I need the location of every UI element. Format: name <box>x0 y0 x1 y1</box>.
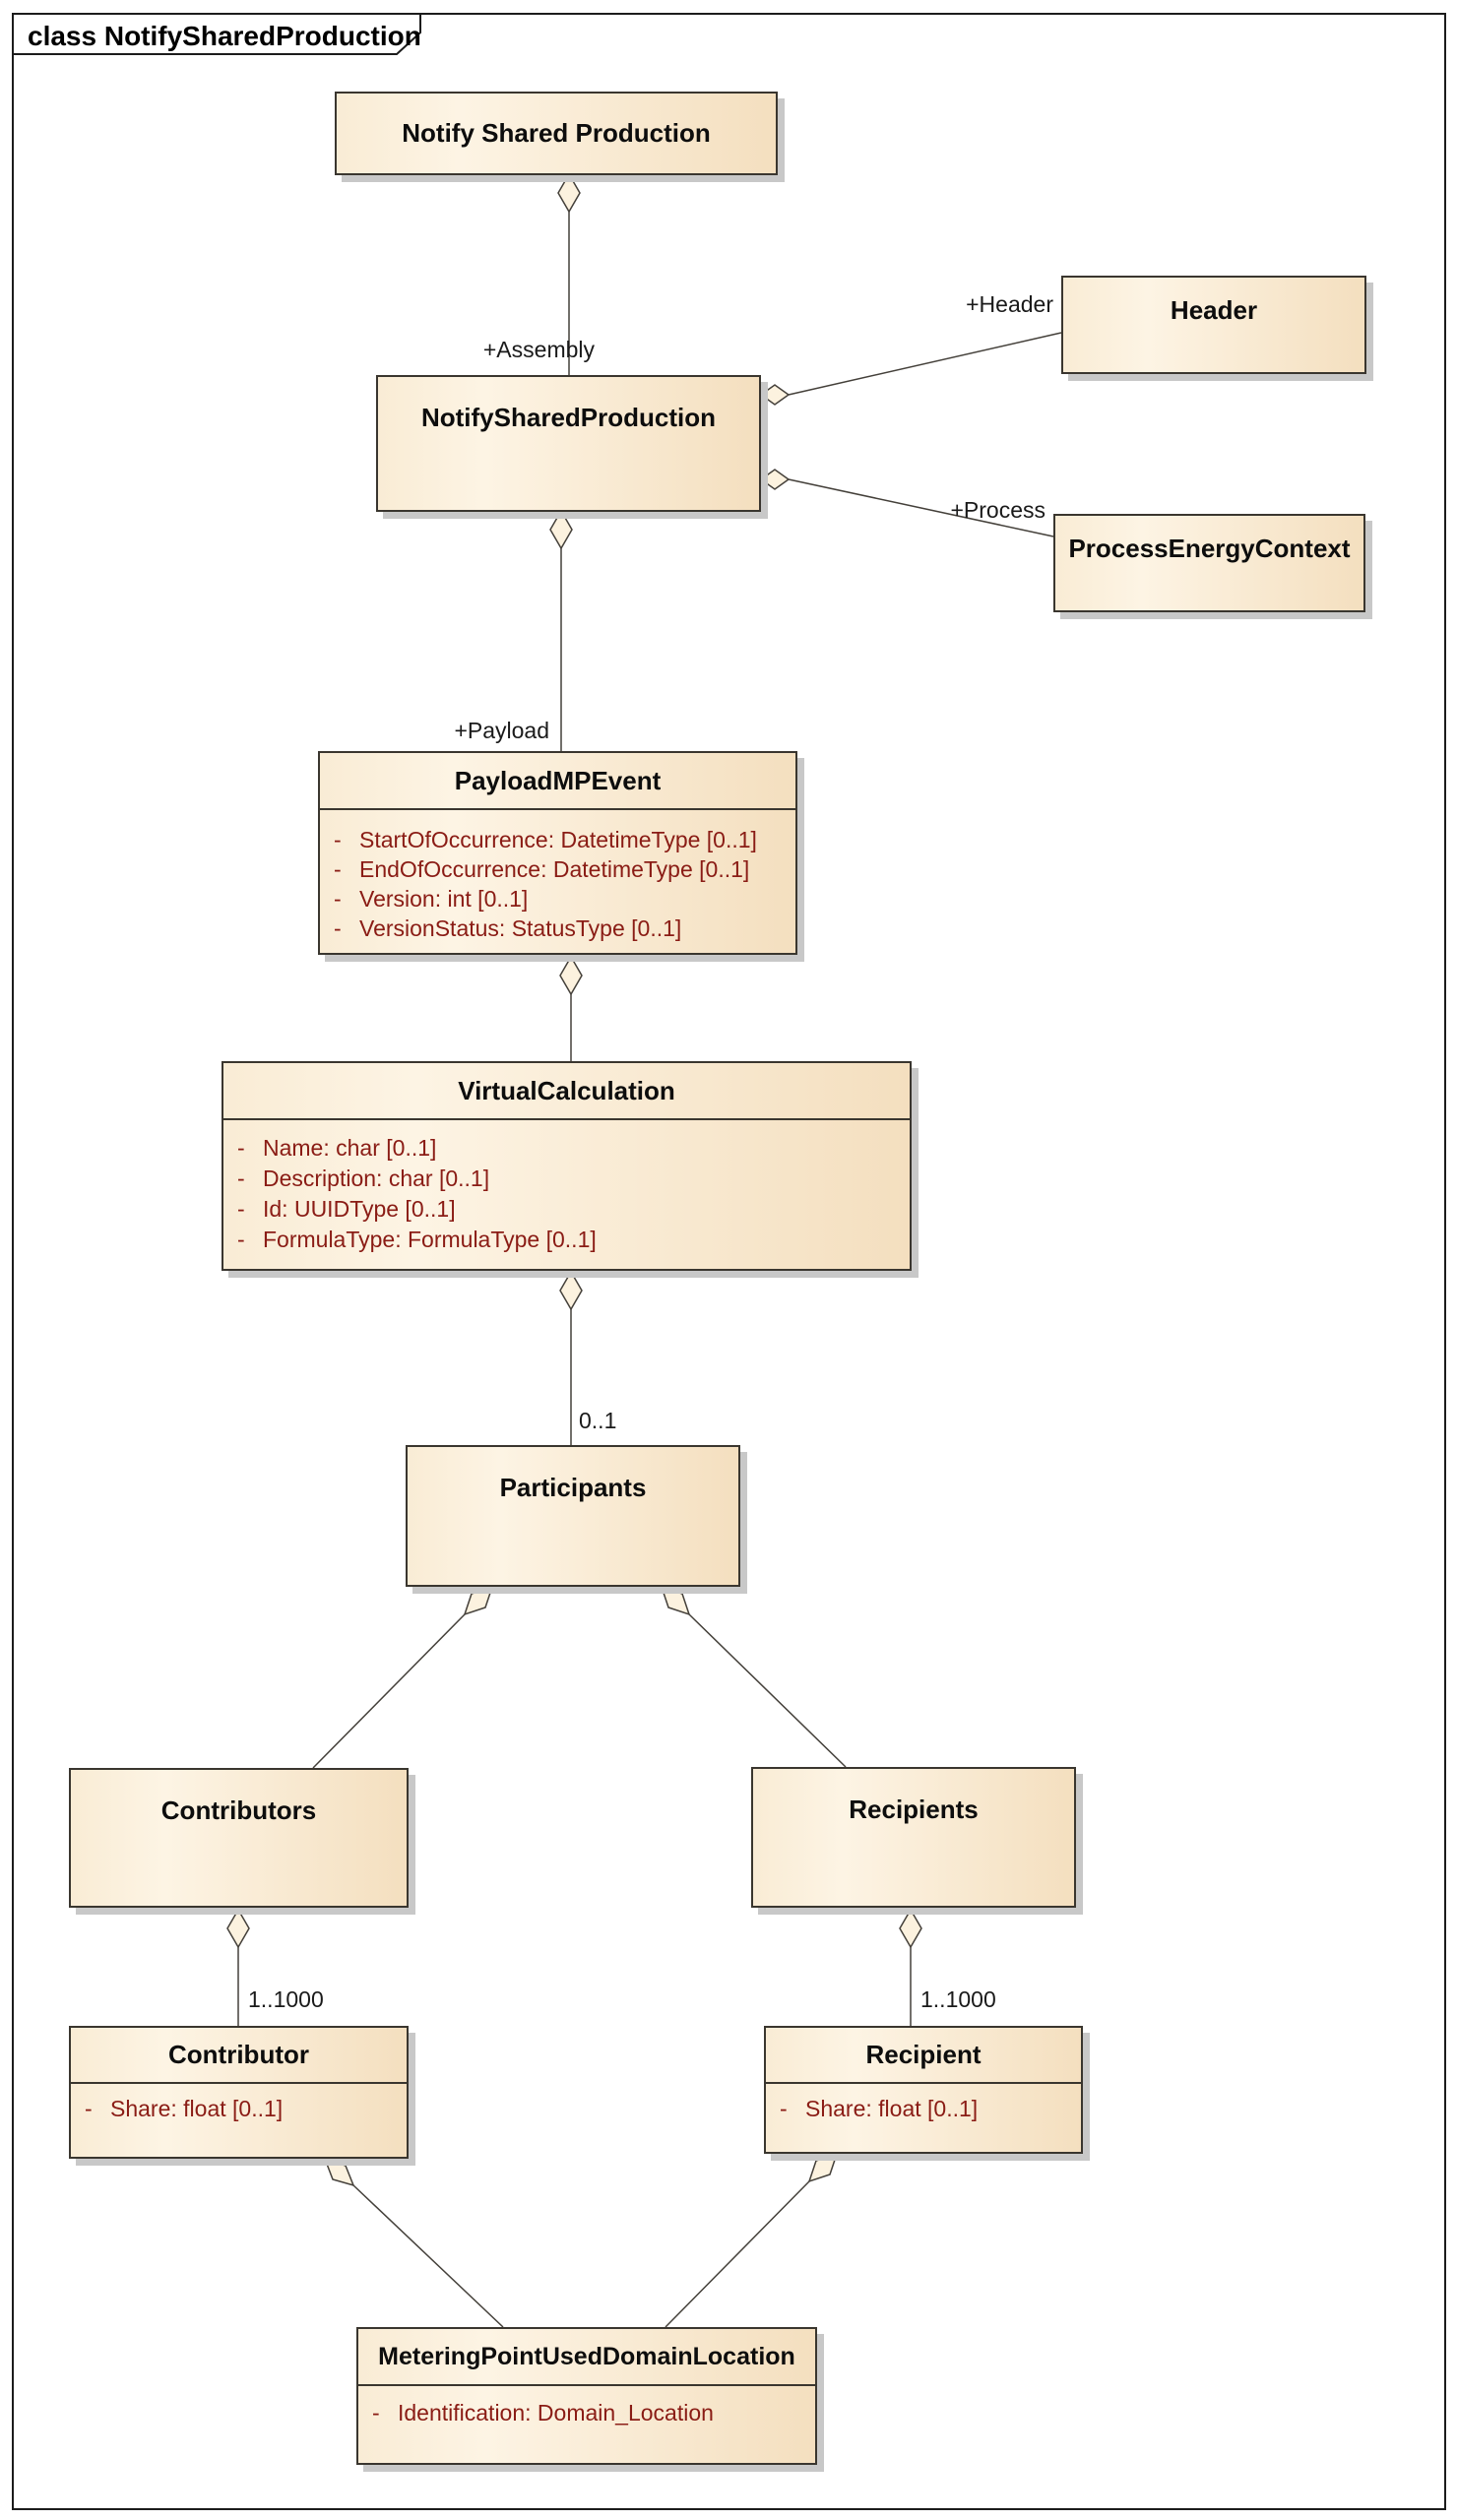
class-box-header[interactable]: Header <box>1061 276 1366 374</box>
multiplicity-label-participants: 0..1 <box>579 1408 617 1433</box>
class-box-notify-shared-production[interactable]: Notify Shared Production <box>335 92 778 175</box>
attribute-row: -Share: float [0..1] <box>766 2094 1081 2123</box>
attribute-row: -VersionStatus: StatusType [0..1] <box>320 914 795 943</box>
class-box-meteringpointuseddomainlocation[interactable]: MeteringPointUsedDomainLocation -Identif… <box>356 2327 817 2465</box>
attributes-compartment: -Identification: Domain_Location <box>358 2386 815 2463</box>
attribute-text: Version: int [0..1] <box>359 886 529 912</box>
attribute-row: -Description: char [0..1] <box>223 1164 910 1194</box>
class-name: ProcessEnergyContext <box>1068 534 1351 563</box>
class-name: Contributors <box>160 1796 317 1825</box>
visibility-symbol: - <box>780 2096 788 2121</box>
attribute-text: Identification: Domain_Location <box>398 2400 714 2426</box>
class-box-virtualcalculation[interactable]: VirtualCalculation -Name: char [0..1] -D… <box>222 1061 912 1271</box>
class-box-payloadmpevent[interactable]: PayloadMPEvent -StartOfOccurrence: Datet… <box>318 751 797 955</box>
role-label-assembly: +Assembly <box>482 337 595 362</box>
class-box-participants[interactable]: Participants <box>406 1445 740 1587</box>
class-name: NotifySharedProduction <box>420 403 716 432</box>
class-box-recipient[interactable]: Recipient -Share: float [0..1] <box>764 2026 1083 2154</box>
attribute-row: -EndOfOccurrence: DatetimeType [0..1] <box>320 854 795 884</box>
attribute-text: Share: float [0..1] <box>805 2096 979 2121</box>
role-label-payload: +Payload <box>454 718 549 743</box>
visibility-symbol: - <box>85 2096 93 2121</box>
class-box-contributor[interactable]: Contributor -Share: float [0..1] <box>69 2026 409 2159</box>
attribute-row: -StartOfOccurrence: DatetimeType [0..1] <box>320 825 795 854</box>
diagram-frame <box>12 13 1446 2510</box>
class-name: Notify Shared Production <box>402 118 711 148</box>
class-name: PayloadMPEvent <box>320 753 795 810</box>
class-name: MeteringPointUsedDomainLocation <box>358 2329 815 2386</box>
visibility-symbol: - <box>237 1135 245 1161</box>
visibility-symbol: - <box>237 1227 245 1252</box>
attribute-row: -Name: char [0..1] <box>223 1133 910 1164</box>
visibility-symbol: - <box>334 886 342 912</box>
multiplicity-label-contributor: 1..1000 <box>248 1986 324 2012</box>
attribute-row: -Version: int [0..1] <box>320 884 795 914</box>
class-box-contributors[interactable]: Contributors <box>69 1768 409 1908</box>
multiplicity-label-recipient: 1..1000 <box>920 1986 996 2012</box>
visibility-symbol: - <box>237 1166 245 1191</box>
visibility-symbol: - <box>334 827 342 852</box>
attribute-row: -Identification: Domain_Location <box>358 2398 815 2427</box>
class-box-processenergycontext[interactable]: ProcessEnergyContext <box>1053 514 1365 612</box>
visibility-symbol: - <box>334 856 342 882</box>
class-name: Header <box>1170 295 1258 325</box>
visibility-symbol: - <box>372 2400 380 2426</box>
class-box-recipients[interactable]: Recipients <box>751 1767 1076 1908</box>
visibility-symbol: - <box>237 1196 245 1222</box>
attribute-row: -FormulaType: FormulaType [0..1] <box>223 1225 910 1255</box>
attribute-text: Name: char [0..1] <box>263 1135 437 1161</box>
attributes-compartment: -Share: float [0..1] <box>766 2084 1081 2152</box>
attributes-compartment: -StartOfOccurrence: DatetimeType [0..1] … <box>320 810 795 953</box>
role-label-process: +Process <box>950 497 1045 523</box>
attribute-row: -Share: float [0..1] <box>71 2094 407 2123</box>
class-name: Recipients <box>849 1795 979 1824</box>
attribute-text: VersionStatus: StatusType [0..1] <box>359 915 682 941</box>
attribute-text: Id: UUIDType [0..1] <box>263 1196 456 1222</box>
frame-title: class NotifySharedProduction <box>28 21 421 51</box>
class-name: VirtualCalculation <box>223 1063 910 1120</box>
attribute-row: -Id: UUIDType [0..1] <box>223 1194 910 1225</box>
role-label-header: +Header <box>966 291 1053 317</box>
attributes-compartment: -Name: char [0..1] -Description: char [0… <box>223 1120 910 1269</box>
attributes-compartment: -Share: float [0..1] <box>71 2084 407 2157</box>
class-name: Contributor <box>71 2028 407 2084</box>
visibility-symbol: - <box>334 915 342 941</box>
attribute-text: StartOfOccurrence: DatetimeType [0..1] <box>359 827 757 852</box>
attribute-text: FormulaType: FormulaType [0..1] <box>263 1227 597 1252</box>
class-box-notifysharedproduction[interactable]: NotifySharedProduction <box>376 375 761 512</box>
class-name: Recipient <box>766 2028 1081 2084</box>
class-name: Participants <box>499 1473 647 1502</box>
attribute-text: Share: float [0..1] <box>110 2096 284 2121</box>
attribute-text: EndOfOccurrence: DatetimeType [0..1] <box>359 856 750 882</box>
attribute-text: Description: char [0..1] <box>263 1166 490 1191</box>
